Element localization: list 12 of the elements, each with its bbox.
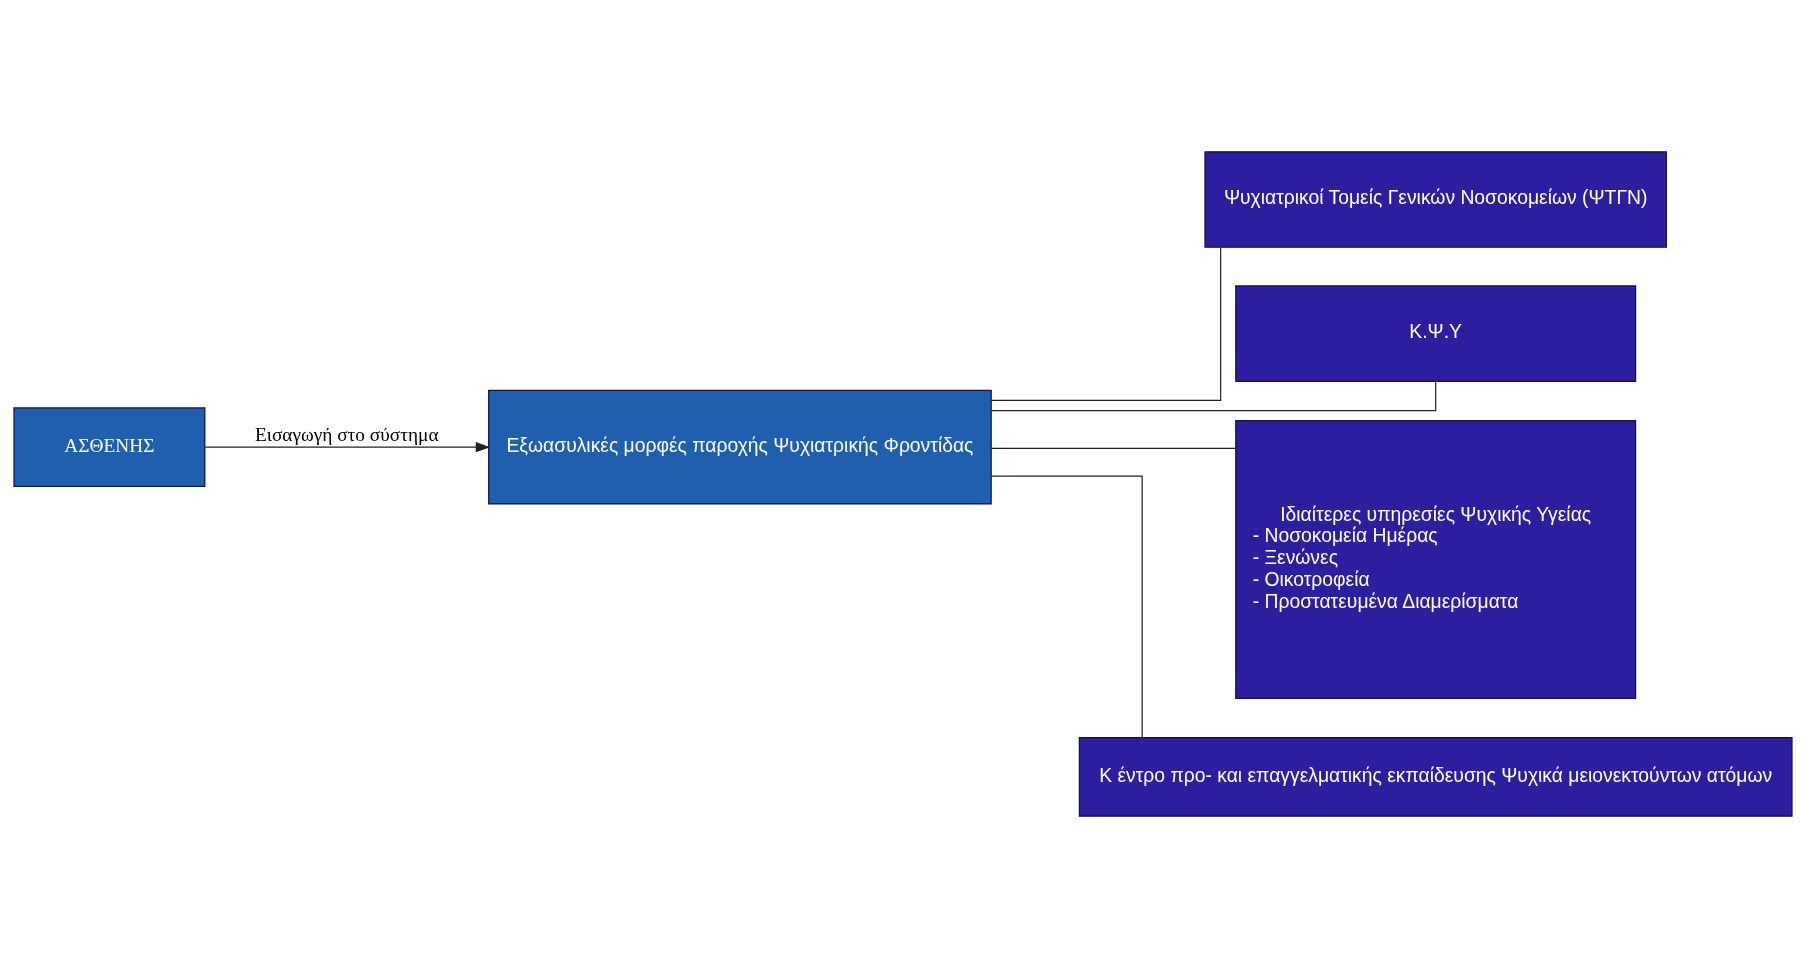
node-box: Κ.Ψ.Υ [1235, 284, 1637, 382]
edge-label: Εισαγωγή στο σύστημα [254, 423, 439, 445]
connector [990, 475, 1143, 738]
node-box: Ψυχιατρικοί Τομείς Γενικών Νοσοκομείων (ΨΤΓΝ) [1204, 150, 1667, 248]
connector [990, 246, 1222, 401]
connector [991, 380, 1437, 411]
node-box: Εξωασυλικές μορφές παροχής Ψυχιατρικής Φροντίδας [488, 389, 992, 505]
node-box: Κ έντρο προ- και επαγγελματικής εκπαίδευσης Ψυχικά μειονεκτούντων ατόμων [1078, 736, 1793, 817]
arrow [204, 441, 491, 452]
node-box: Ιδιαίτερες υπηρεσίες Ψυχικής Υγείας - Νοσοκομεία Ημέρας - Ξενώνες - Οικοτροφεία - Προστατευμένα Διαμερίσματα [1235, 419, 1637, 699]
connector [991, 447, 1236, 449]
node-box: ΑΣΘΕΝΗΣ [13, 406, 206, 487]
